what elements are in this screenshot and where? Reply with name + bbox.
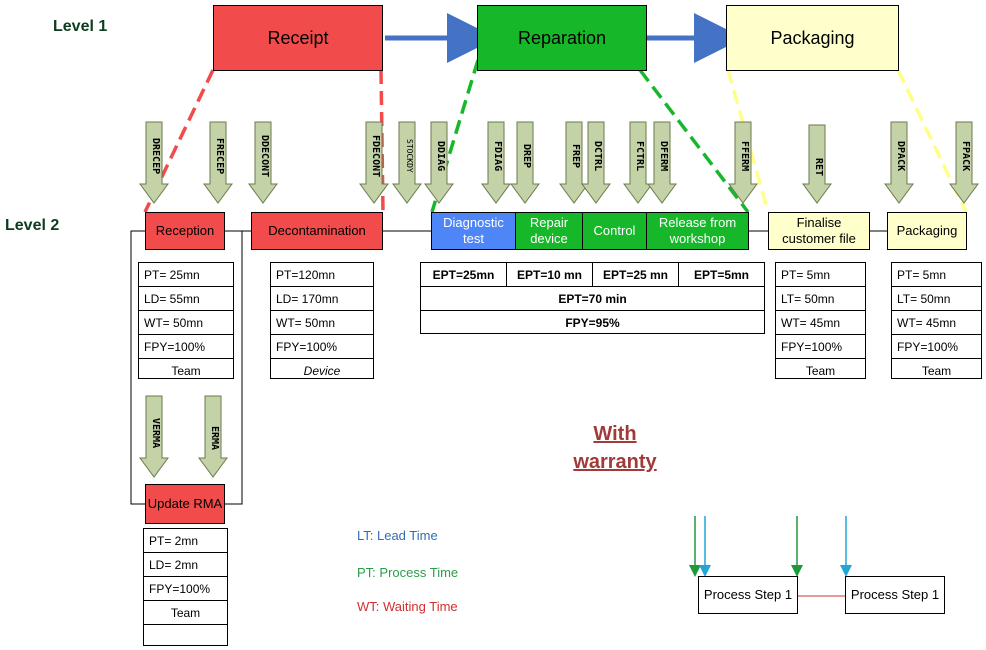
arrow-label-ddecont: DDECONT: [259, 134, 270, 178]
metric-fpy: FPY=100%: [144, 577, 227, 601]
metric-fpy: FPY=100%: [139, 335, 233, 359]
ept-control: EPT=25 mn: [593, 263, 679, 286]
metric-resource: Device: [303, 363, 341, 378]
arrow-label-dferm: DFERM: [658, 140, 669, 172]
arrow-label-fferm: FFERM: [739, 140, 750, 172]
packaging-metrics: PT= 5mn LT= 50mn WT= 45mn FPY=100% Team: [891, 262, 982, 379]
metric-pt: PT= 25mn: [139, 263, 233, 287]
arrow-label-erma: ERMA: [209, 425, 220, 451]
level-2-label: Level 2: [5, 217, 60, 234]
metric-ld: LD= 55mn: [139, 287, 233, 311]
packaging-box[interactable]: Packaging: [887, 212, 967, 250]
metric-fpy: FPY=100%: [776, 335, 865, 359]
arrow-label-frep: FREP: [570, 143, 581, 169]
arrow-label-stockdy: STOCKDY: [405, 139, 414, 173]
control-box[interactable]: Control: [582, 212, 647, 250]
process-step-box-2[interactable]: Process Step 1: [845, 576, 945, 614]
legend-waiting-time: WT: Waiting Time: [357, 599, 458, 614]
finalise-customer-file-box[interactable]: Finalise customer file: [768, 212, 870, 250]
ept-total-row: EPT=70 min: [421, 287, 764, 311]
ept-fpy-row: FPY=95%: [421, 311, 764, 334]
rma-loop-left: [130, 230, 145, 505]
metric-resource: Team: [805, 363, 836, 378]
arrow-label-fpack: FPACK: [960, 140, 971, 172]
metric-lt: LT= 50mn: [892, 287, 981, 311]
legend-lead-time: LT: Lead Time: [357, 528, 438, 543]
metric-fpy: FPY=100%: [271, 335, 373, 359]
level-1-label: Level 1: [53, 18, 108, 35]
expand-line-receipt-right: [379, 69, 385, 213]
reparation-ept-table: EPT=25mn EPT=10 mn EPT=25 mn EPT=5mn EPT…: [420, 262, 765, 334]
metric-wt: WT= 45mn: [776, 311, 865, 335]
ept-fpy: FPY=95%: [565, 315, 620, 330]
metric-wt: WT= 50mn: [139, 311, 233, 335]
reception-box[interactable]: Reception: [145, 212, 225, 250]
metric-fpy: FPY=100%: [892, 335, 981, 359]
diagnostic-test-box[interactable]: Diagnostic test: [431, 212, 516, 250]
arrow-label-drecep: DRECEP: [150, 137, 161, 175]
packaging-top-box[interactable]: Packaging: [726, 5, 899, 71]
metric-ld: LD= 170mn: [271, 287, 373, 311]
arrow-label-fdecont: FDECONT: [370, 134, 381, 178]
repair-device-box[interactable]: Repair device: [515, 212, 583, 250]
rma-loop-right: [225, 230, 243, 505]
metric-pt: PT= 2mn: [144, 529, 227, 553]
release-workshop-box[interactable]: Release from workshop: [646, 212, 749, 250]
legend-process-time: PT: Process Time: [357, 565, 459, 580]
update-rma-metrics: PT= 2mn LD= 2mn FPY=100% Team: [143, 528, 228, 646]
reparation-box[interactable]: Reparation: [477, 5, 647, 71]
arrow-label-frecep: FRECEP: [214, 137, 225, 175]
arrow-label-ddiag: DDIAG: [435, 140, 446, 172]
metric-wt: WT= 50mn: [271, 311, 373, 335]
arrow-label-drep: DREP: [521, 143, 532, 169]
arrow-label-verma: VERMA: [150, 417, 161, 449]
metric-lt: LT= 50mn: [776, 287, 865, 311]
arrow-label-fctrl: FCTRL: [634, 140, 645, 172]
ept-row: EPT=25mn EPT=10 mn EPT=25 mn EPT=5mn: [421, 263, 764, 287]
metric-resource: Team: [171, 363, 201, 378]
metric-pt: PT=120mn: [271, 263, 373, 287]
decontamination-metrics: PT=120mn LD= 170mn WT= 50mn FPY=100% Dev…: [270, 262, 374, 379]
arrow-label-dctrl: DCTRL: [592, 140, 603, 172]
receipt-box[interactable]: Receipt: [213, 5, 383, 71]
finalise-metrics: PT= 5mn LT= 50mn WT= 45mn FPY=100% Team: [775, 262, 866, 379]
arrow-label-ret: RET: [813, 157, 824, 177]
ept-total: EPT=70 min: [558, 291, 627, 306]
reception-metrics: PT= 25mn LD= 55mn WT= 50mn FPY=100% Team: [138, 262, 234, 379]
expand-line-packaging-right: [896, 69, 968, 213]
arrow-label-dpack: DPACK: [895, 140, 906, 172]
metric-empty: [144, 625, 227, 648]
decontamination-box[interactable]: Decontamination: [251, 212, 383, 250]
warranty-title: With warranty: [573, 423, 657, 473]
metric-ld: LD= 2mn: [144, 553, 227, 577]
metric-resource: Team: [921, 363, 952, 378]
ept-repair: EPT=10 mn: [507, 263, 593, 286]
arrow-label-fdiag: FDIAG: [492, 140, 503, 172]
ept-diagnostic: EPT=25mn: [421, 263, 507, 286]
ept-release: EPT=5mn: [693, 267, 750, 282]
update-rma-box[interactable]: Update RMA: [145, 484, 225, 524]
metric-resource: Team: [144, 601, 227, 625]
metric-pt: PT= 5mn: [892, 263, 981, 287]
metric-pt: PT= 5mn: [776, 263, 865, 287]
metric-wt: WT= 45mn: [892, 311, 981, 335]
process-step-box-1[interactable]: Process Step 1: [698, 576, 798, 614]
